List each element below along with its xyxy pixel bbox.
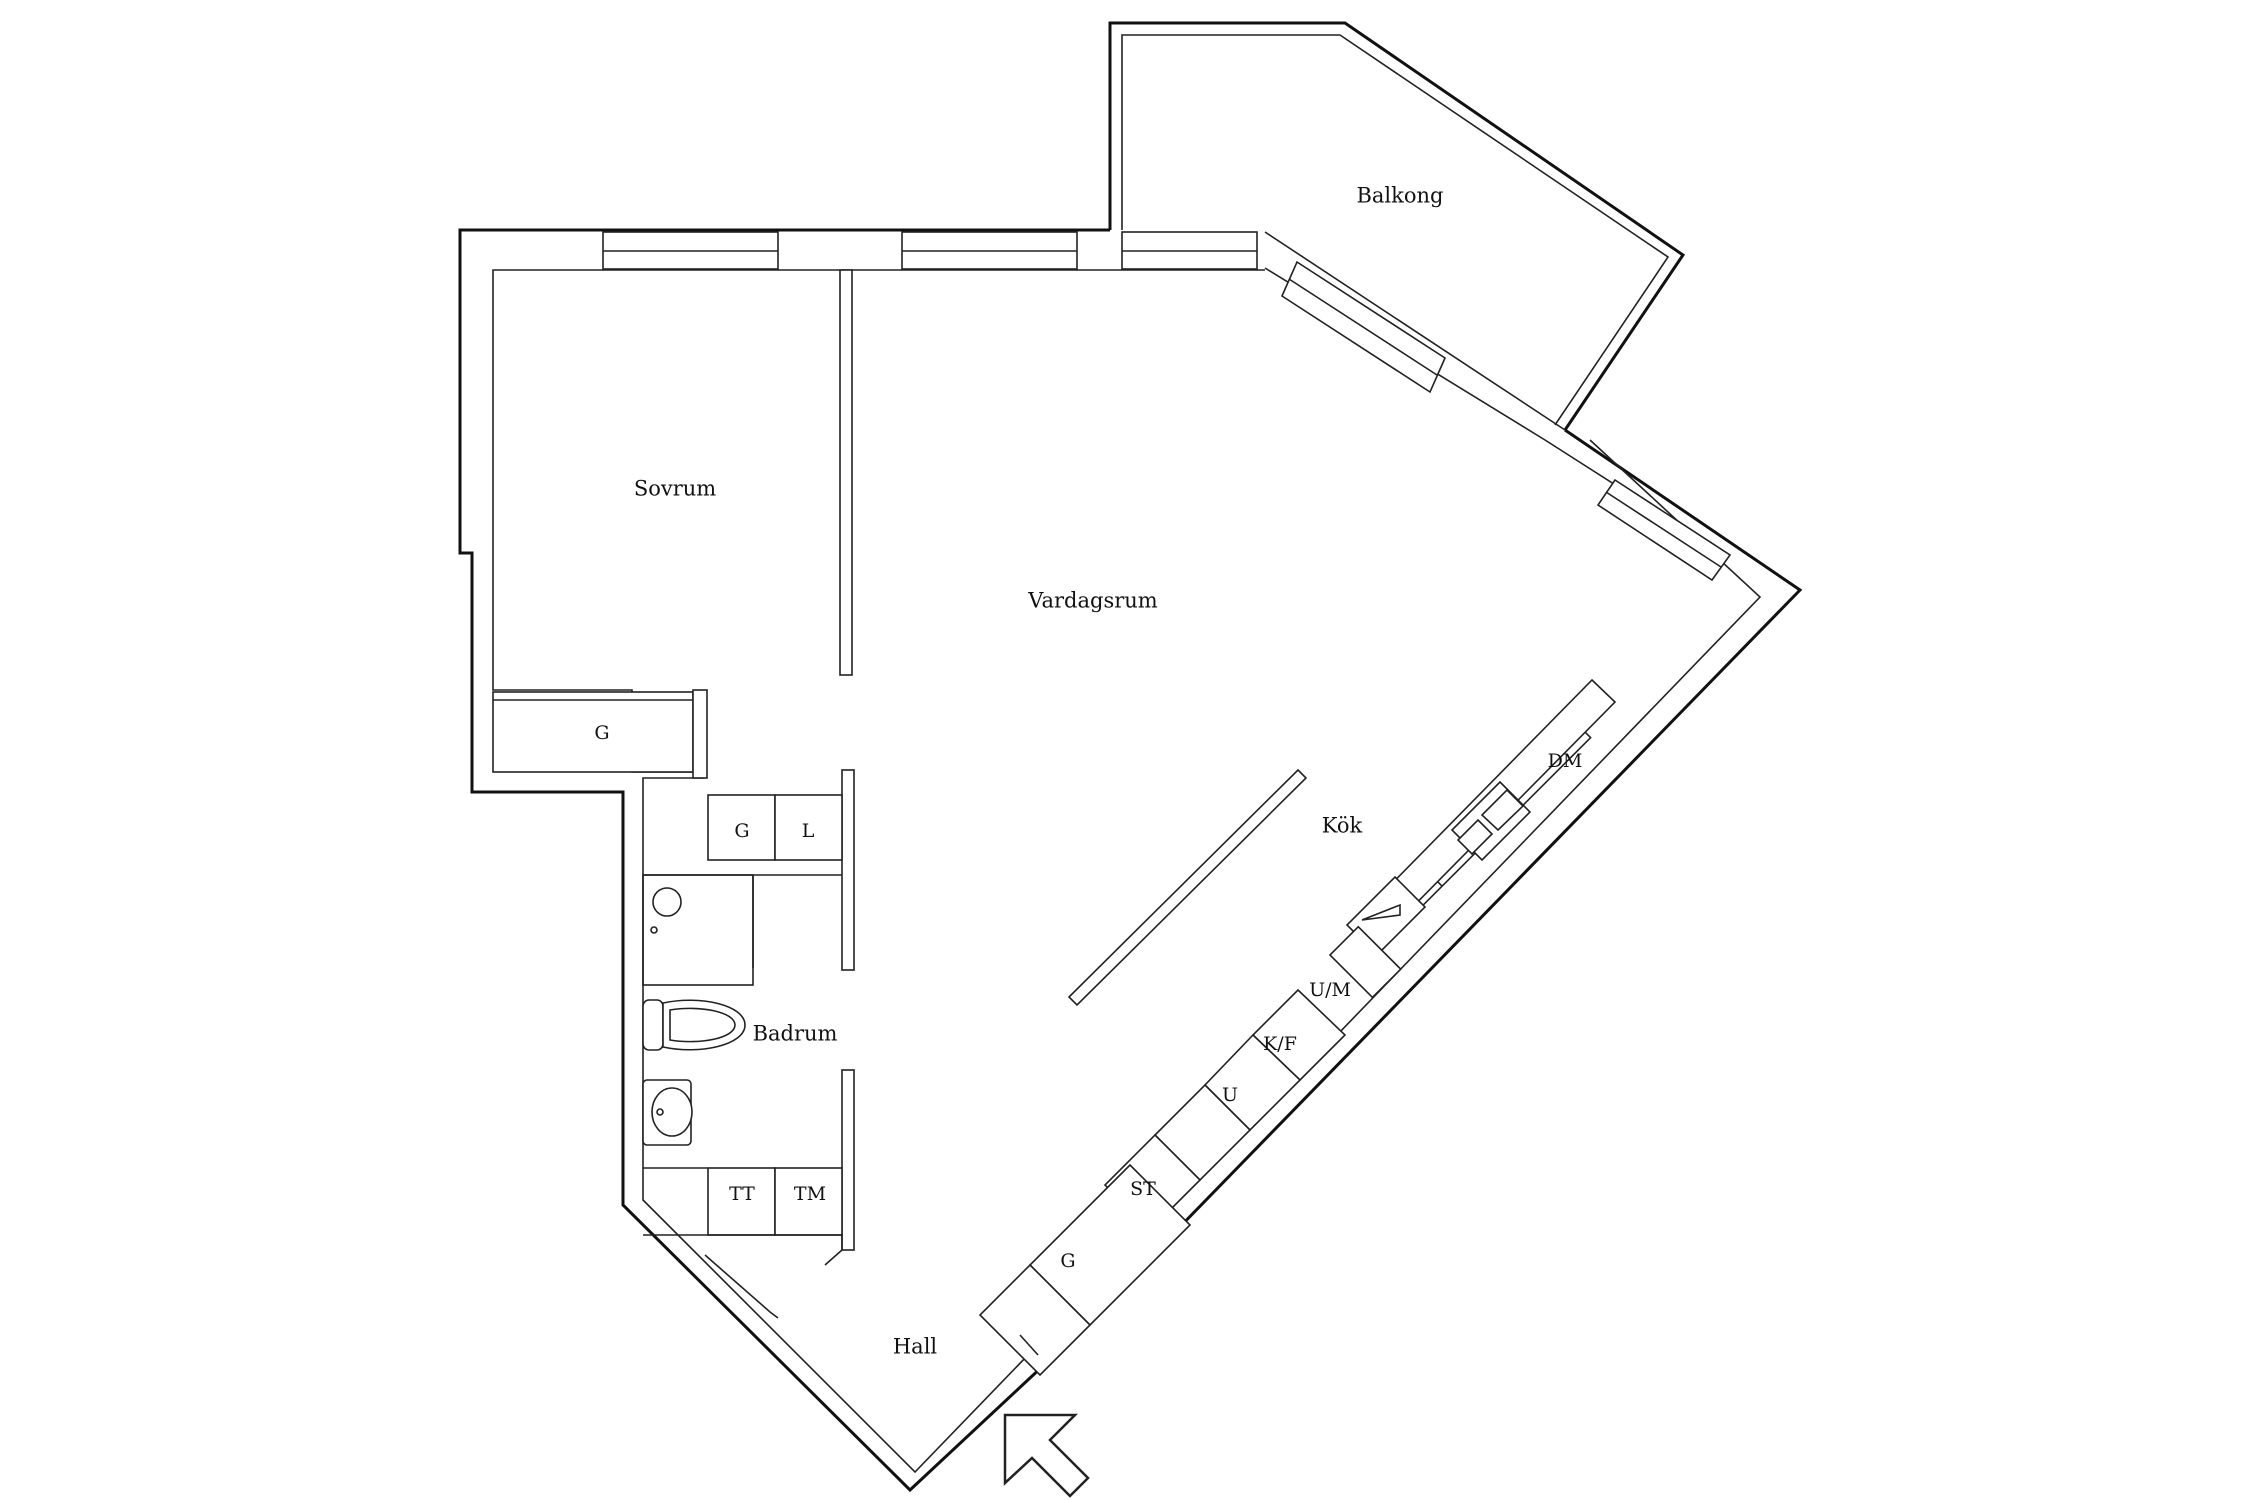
fixture-label-dm: DM [1548, 750, 1583, 772]
kitchen-sink-icon [1450, 780, 1532, 862]
fixture-label-tt: TT [729, 1183, 755, 1205]
fixture-label-kf: K/F [1263, 1033, 1297, 1055]
fixture-label-um: U/M [1309, 979, 1351, 1001]
shower [642, 874, 754, 986]
arrow-up-left-icon [1003, 1413, 1090, 1498]
room-label-balkong: Balkong [1356, 184, 1443, 208]
windows [602, 231, 1732, 582]
balcony [1108, 21, 1686, 431]
fixture-label-l-closet: L [802, 820, 815, 842]
fixture-label-g-closet: G [734, 820, 749, 842]
room-label-kok: Kök [1322, 814, 1363, 838]
bathroom-fixtures [642, 874, 754, 1146]
room-label-hall: Hall [893, 1335, 938, 1359]
exterior-walls [458, 228, 1803, 1493]
kitchen-island [1067, 768, 1308, 1007]
fixture-label-st: ST [1130, 1178, 1156, 1200]
fixture-label-g-sovrum: G [594, 722, 609, 744]
sink-icon [642, 1079, 693, 1146]
fixture-label-u: U [1222, 1084, 1238, 1106]
interior-walls [492, 269, 855, 1319]
fixture-label-tm: TM [794, 1183, 826, 1205]
room-label-badrum: Badrum [753, 1022, 838, 1046]
kitchen [978, 678, 1617, 1377]
toilet-icon [642, 999, 746, 1051]
shower-drain-icon [652, 887, 682, 917]
fixture-label-g-hall: G [1060, 1250, 1075, 1272]
room-label-sovrum: Sovrum [634, 477, 716, 501]
room-label-vardagsrum: Vardagsrum [1027, 589, 1158, 613]
